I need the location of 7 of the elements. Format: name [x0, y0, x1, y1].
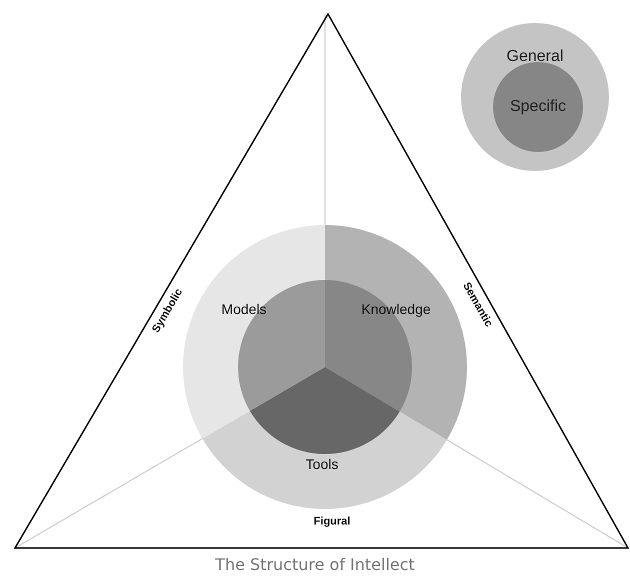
circle-label: Specific	[510, 97, 566, 117]
text-label: Tools	[306, 457, 338, 471]
text-label: Models	[221, 302, 267, 316]
caption: The Structure of Intellect	[215, 554, 415, 576]
text-label: Knowledge	[361, 302, 431, 316]
text-label: Figural	[314, 516, 350, 528]
circle-label: General	[506, 47, 564, 67]
